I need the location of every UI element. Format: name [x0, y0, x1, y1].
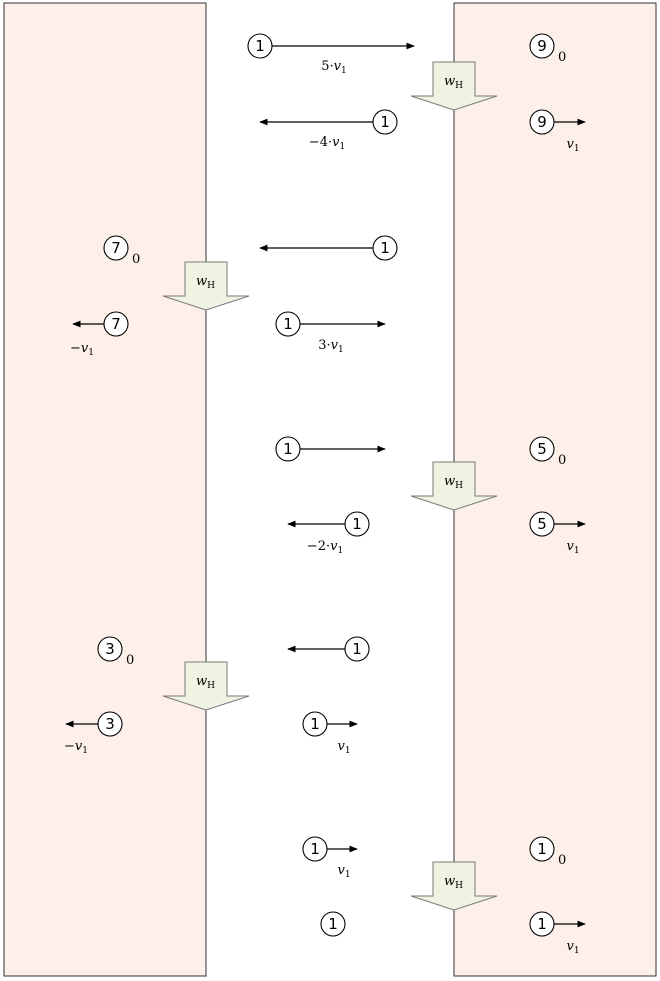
ball-5: 5 [529, 511, 555, 537]
ball-number: 1 [537, 915, 547, 933]
ball-number: 5 [537, 440, 547, 458]
ball-9: 9 [529, 109, 555, 135]
ball-number: 7 [111, 315, 121, 333]
ball-1: 1 [320, 911, 346, 937]
rest-subscript: 0 [126, 653, 134, 668]
ball-5: 50 [529, 436, 566, 468]
ball-1: 1 [344, 636, 370, 662]
ball-number: 1 [380, 113, 390, 131]
ball-3: 30 [97, 636, 134, 668]
ball-number: 1 [310, 715, 320, 733]
ball-1: 1 [302, 836, 328, 862]
right-wall [453, 2, 657, 977]
ball-1: 1 [529, 911, 555, 937]
ball-number: 1 [310, 840, 320, 858]
velocity-label: v1 [566, 137, 579, 154]
velocity-label: 5·v1 [321, 59, 347, 76]
ball-number: 1 [380, 239, 390, 257]
ball-7: 70 [103, 235, 140, 267]
ball-1: 10 [529, 836, 566, 868]
rest-subscript: 0 [558, 853, 566, 868]
work-arrow: wH [410, 861, 498, 911]
ball-1: 1 [247, 33, 273, 59]
ball-number: 9 [537, 113, 547, 131]
velocity-label: −v1 [70, 341, 94, 358]
ball-1: 1 [372, 109, 398, 135]
ball-number: 7 [111, 239, 121, 257]
rest-subscript: 0 [558, 453, 566, 468]
work-arrow: wH [162, 661, 250, 711]
rest-subscript: 0 [132, 252, 140, 267]
velocity-label: v1 [337, 739, 350, 756]
ball-7: 7 [103, 311, 129, 337]
velocity-label: −4·v1 [309, 135, 345, 152]
ball-9: 90 [529, 33, 566, 65]
ball-number: 1 [283, 315, 293, 333]
work-arrow: wH [162, 261, 250, 311]
ball-number: 1 [255, 37, 265, 55]
rest-subscript: 0 [558, 50, 566, 65]
ball-number: 1 [537, 840, 547, 858]
velocity-labels: 5·v1 −4·v1 v1 −v1 3·v1 −2·v1 v1 −v1 v1 v1 v1 [64, 59, 580, 956]
ball-number: 3 [105, 715, 115, 733]
velocity-label: v1 [337, 863, 350, 880]
velocity-arrows [65, 42, 586, 928]
ball-number: 9 [537, 37, 547, 55]
ball-1: 1 [344, 511, 370, 537]
ball-number: 1 [328, 915, 338, 933]
ball-number: 3 [105, 640, 115, 658]
velocity-label: v1 [566, 939, 579, 956]
velocity-label: 3·v1 [318, 338, 344, 355]
ball-number: 1 [283, 440, 293, 458]
ball-1: 1 [302, 711, 328, 737]
ball-1: 1 [275, 436, 301, 462]
ball-1: 1 [372, 235, 398, 261]
work-arrow: wH [410, 461, 498, 511]
velocity-label: v1 [566, 539, 579, 556]
velocity-label: −v1 [64, 739, 88, 756]
work-arrows: wH wH wH wH wH [162, 61, 498, 911]
ball-number: 1 [352, 515, 362, 533]
ball-number: 5 [537, 515, 547, 533]
velocity-label: −2·v1 [307, 539, 343, 556]
ball-3: 3 [97, 711, 123, 737]
ball-number: 1 [352, 640, 362, 658]
work-arrow: wH [410, 61, 498, 111]
left-wall [3, 2, 207, 977]
ball-1: 1 [275, 311, 301, 337]
